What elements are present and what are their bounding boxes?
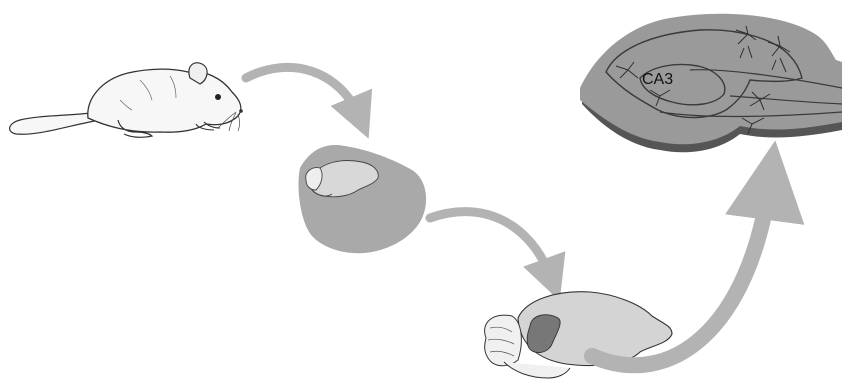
brain-in-head-section: [299, 145, 427, 253]
head-section-shape: [299, 145, 427, 253]
mouse-tail: [10, 112, 100, 134]
ca3-label: CA3: [642, 71, 673, 88]
mouse-body: [88, 69, 241, 132]
arrow-mouse-to-section: [246, 67, 360, 118]
arrow-section-to-brain: [430, 212, 552, 280]
mouse-illustration: [10, 63, 243, 138]
mouse-nose: [239, 109, 243, 113]
mouse-eye: [215, 94, 221, 100]
hippocampal-slice: CA3: [580, 14, 842, 153]
brainstem: [504, 362, 570, 378]
slice-face: [580, 14, 842, 145]
cerebellum: [485, 315, 522, 366]
